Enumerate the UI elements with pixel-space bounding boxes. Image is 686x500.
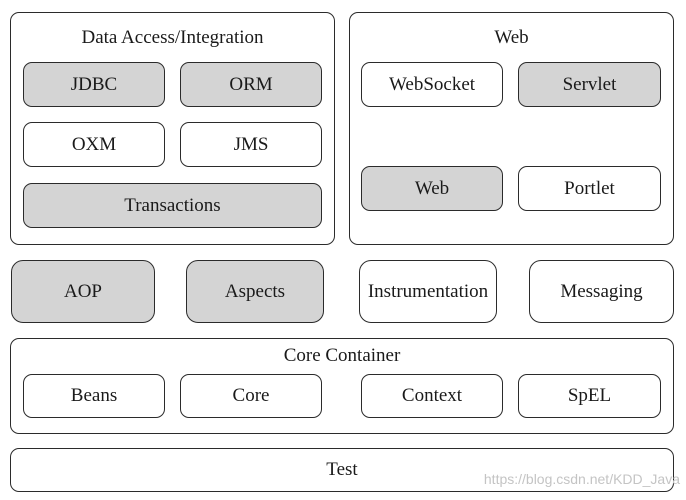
instrumentation-module: Instrumentation [359, 260, 497, 323]
context-module: Context [361, 374, 503, 418]
aop-module: AOP [11, 260, 155, 323]
beans-module: Beans [23, 374, 165, 418]
spel-module: SpEL [518, 374, 661, 418]
servlet-module: Servlet [518, 62, 661, 107]
watermark-text: https://blog.csdn.net/KDD_Java [483, 471, 680, 487]
messaging-module: Messaging [529, 260, 674, 323]
orm-module: ORM [180, 62, 322, 107]
aspects-module: Aspects [186, 260, 324, 323]
websocket-module: WebSocket [361, 62, 503, 107]
test-module: Test [10, 448, 674, 492]
web-panel-title: Web [494, 27, 529, 48]
jdbc-module: JDBC [23, 62, 165, 107]
data-access-integration-title: Data Access/Integration [81, 27, 264, 48]
oxm-module: OXM [23, 122, 165, 167]
web-module: Web [361, 166, 503, 211]
portlet-module: Portlet [518, 166, 661, 211]
jms-module: JMS [180, 122, 322, 167]
core-container-title: Core Container [283, 345, 401, 366]
core-module: Core [180, 374, 322, 418]
transactions-module: Transactions [23, 183, 322, 228]
